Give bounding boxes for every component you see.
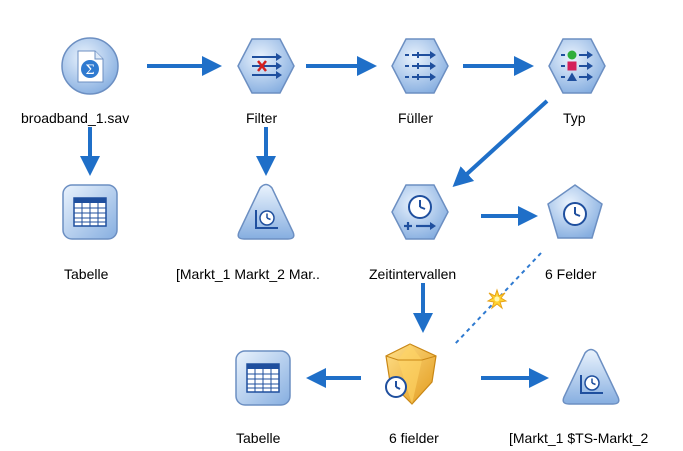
table-icon <box>62 184 118 240</box>
node-time-series-modeling[interactable] <box>545 182 605 242</box>
node-label-time-plot-1: [Markt_1 Markt_2 Mar.. <box>176 266 320 282</box>
time-series-modeling-icon <box>547 184 603 239</box>
node-table-2[interactable] <box>233 348 293 408</box>
node-type[interactable] <box>547 36 607 96</box>
type-icon <box>548 38 606 94</box>
node-label-broadband: broadband_1.sav <box>21 110 130 126</box>
node-label-type: Typ <box>563 110 586 126</box>
node-model-nugget[interactable] <box>382 342 442 405</box>
node-time-plot-2[interactable] <box>561 347 621 407</box>
node-time-intervals[interactable] <box>390 182 450 242</box>
table-icon <box>235 350 291 406</box>
node-filter[interactable] <box>236 36 296 96</box>
filter-icon <box>237 38 295 94</box>
model-refresh-spark-icon <box>486 288 508 310</box>
model-nugget-icon <box>385 343 437 405</box>
statistics-file-source-icon: Σ <box>61 37 119 95</box>
filler-icon <box>391 38 449 94</box>
time-plot-icon <box>237 183 295 240</box>
node-label-table-2: Tabelle <box>236 430 281 446</box>
time-plot-icon <box>562 348 620 405</box>
node-table-1[interactable] <box>60 182 120 242</box>
model-link-dashed <box>453 252 542 346</box>
time-intervals-icon <box>391 184 449 240</box>
node-label-filler: Füller <box>398 110 434 126</box>
connection-type-timeintervals <box>452 99 549 188</box>
node-label-time-intervals: Zeitintervallen <box>369 266 457 282</box>
node-filler[interactable] <box>390 36 450 96</box>
node-time-plot-1[interactable] <box>236 182 296 242</box>
node-label-time-plot-2: [Markt_1 $TS-Markt_2 <box>509 430 649 446</box>
node-broadband-source[interactable]: Σ <box>60 36 120 96</box>
node-label-table-1: Tabelle <box>64 266 109 282</box>
svg-text:Σ: Σ <box>85 63 94 78</box>
node-label-time-series: 6 Felder <box>545 266 597 282</box>
node-label-model-nugget: 6 fielder <box>389 430 439 446</box>
node-label-filter: Filter <box>246 110 278 126</box>
